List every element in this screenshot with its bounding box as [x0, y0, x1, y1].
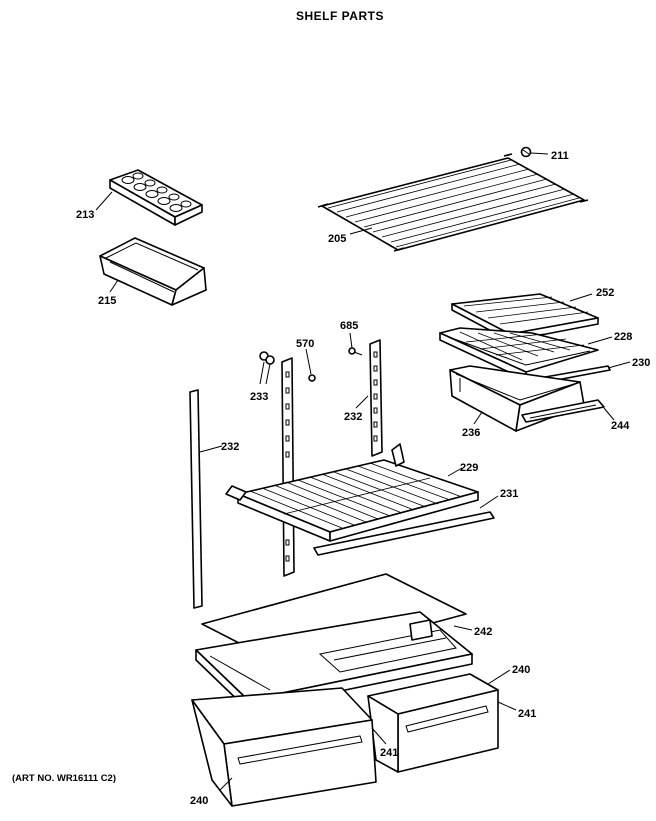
part-232-bracket-left — [189, 389, 223, 609]
callout-232-left: 232 — [221, 441, 239, 453]
callout-233: 233 — [250, 391, 268, 403]
part-240-drawer-right — [367, 669, 511, 773]
callout-685: 685 — [340, 320, 358, 332]
callout-236: 236 — [462, 427, 480, 439]
part-232-bracket-right — [355, 339, 383, 457]
callout-242: 242 — [474, 626, 492, 638]
callout-228: 228 — [614, 331, 632, 343]
leader-241-left — [371, 727, 387, 745]
callout-215: 215 — [98, 295, 116, 307]
part-685-screw — [348, 332, 363, 356]
part-center-bracket — [281, 357, 295, 577]
callout-244: 244 — [611, 420, 630, 432]
part-228-crisper-frame — [439, 327, 613, 381]
part-211-screw — [520, 146, 549, 158]
callout-231: 231 — [500, 488, 518, 500]
callout-211: 211 — [551, 150, 569, 162]
art-number: (ART NO. WR16111 C2) — [12, 773, 116, 784]
callout-229: 229 — [460, 462, 478, 474]
part-240-drawer-left — [191, 687, 377, 807]
diagram-title: SHELF PARTS — [296, 9, 384, 23]
leader-241-right — [497, 701, 517, 711]
callout-205: 205 — [328, 233, 346, 245]
part-570-screw — [305, 348, 316, 382]
callout-240-right: 240 — [512, 664, 530, 676]
callout-570: 570 — [296, 338, 314, 350]
callout-232-right: 232 — [344, 411, 362, 423]
part-229-glass-shelf — [225, 443, 479, 542]
callout-230: 230 — [632, 357, 650, 369]
callout-241-left: 241 — [380, 747, 398, 759]
callout-241-right: 241 — [518, 708, 536, 720]
callout-252: 252 — [596, 287, 614, 299]
callout-240-left: 240 — [190, 795, 208, 807]
part-244-rail — [521, 399, 615, 423]
part-205-wire-shelf — [317, 153, 589, 252]
part-233-screws — [259, 351, 275, 385]
part-215-bin — [99, 237, 207, 306]
part-213-egg-tray — [95, 169, 203, 226]
callout-213: 213 — [76, 209, 94, 221]
part-231-rail — [313, 495, 499, 556]
